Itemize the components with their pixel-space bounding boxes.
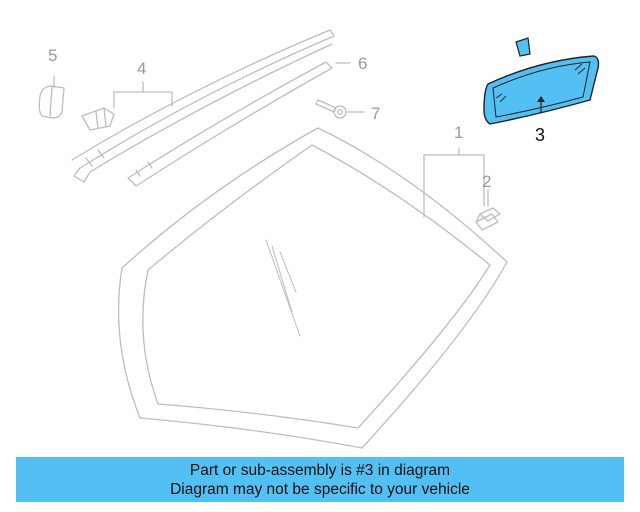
- part-7-bolt[interactable]: [315, 99, 347, 119]
- callout-6: 6: [358, 54, 368, 73]
- callout-3: 3: [535, 125, 546, 145]
- banner-line-1: Part or sub-assembly is #3 in diagram: [189, 461, 451, 479]
- part-3-rear-view-mirror[interactable]: [483, 37, 600, 125]
- callout-4: 4: [137, 59, 147, 78]
- banner-line-2: Diagram may not be specific to your vehi…: [170, 480, 470, 498]
- parts-diagram: [38, 29, 600, 449]
- part-1-windshield[interactable]: [117, 127, 508, 449]
- part-4-bracket[interactable]: [81, 107, 115, 131]
- part-5-cover[interactable]: [38, 85, 65, 119]
- callout-7: 7: [371, 104, 381, 123]
- part-4-molding[interactable]: [71, 29, 335, 183]
- part-6-molding[interactable]: [127, 61, 333, 187]
- callout-5: 5: [48, 46, 58, 65]
- callout-lines: [53, 62, 489, 218]
- part-2-clip[interactable]: [475, 207, 501, 231]
- callout-1: 1: [454, 123, 464, 142]
- callout-2: 2: [482, 172, 492, 191]
- info-banner: Part or sub-assembly is #3 in diagram Di…: [16, 457, 624, 502]
